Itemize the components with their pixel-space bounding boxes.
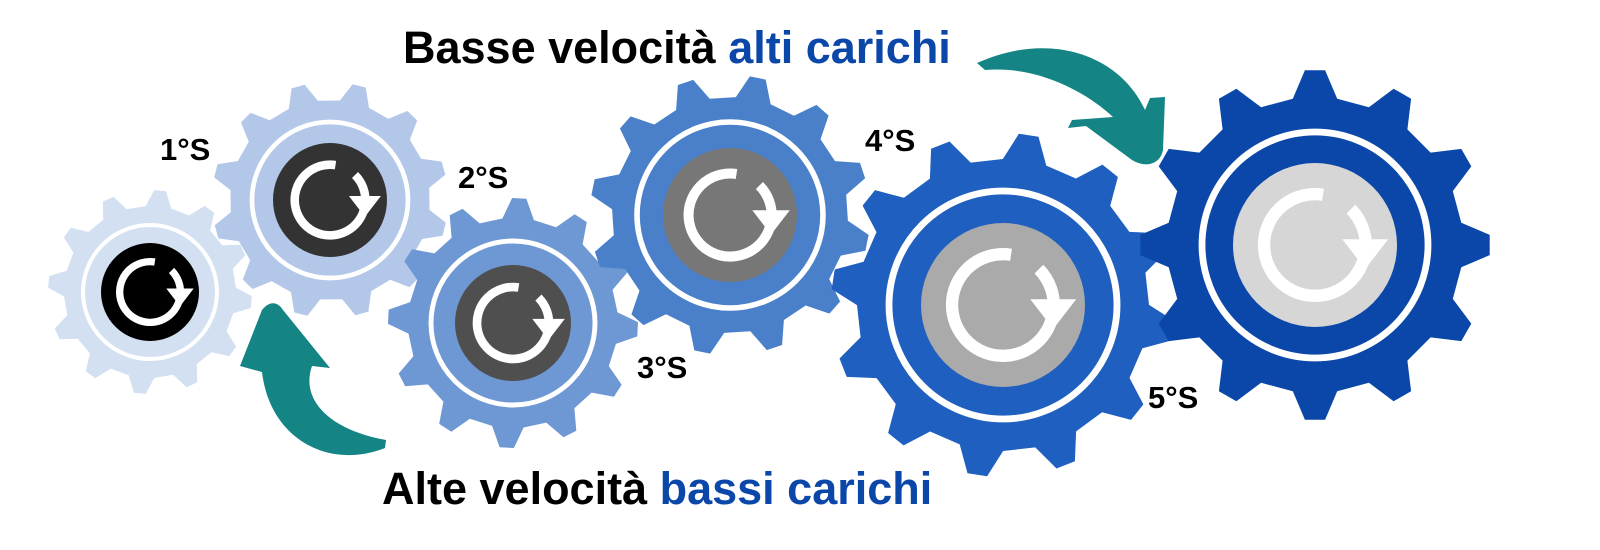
gear-4	[591, 76, 869, 354]
gear-hub	[921, 223, 1085, 387]
gear-label-3: 3°S	[637, 350, 688, 385]
gear-hub	[455, 265, 571, 381]
arrowhead-icon	[348, 196, 381, 217]
gear-hub	[273, 143, 387, 257]
gear-label-1: 1°S	[160, 132, 211, 167]
top-heading-text: Basse velocità	[403, 22, 729, 73]
bottom-heading-accent: bassi carichi	[659, 463, 933, 514]
top-heading-accent: alti carichi	[728, 22, 951, 73]
arrowhead-icon	[1342, 239, 1389, 269]
curved-arrow-icon	[977, 48, 1165, 165]
gear-2	[214, 84, 446, 316]
top-heading: Basse velocità alti carichi	[403, 22, 951, 74]
arrowhead-icon	[752, 210, 790, 235]
gear-ring	[428, 238, 598, 408]
gear-1	[48, 190, 252, 394]
gear-ring	[80, 222, 220, 362]
gear-label-4: 4°S	[865, 123, 916, 158]
gear-hub	[1233, 163, 1397, 327]
gear-ring	[1198, 128, 1432, 362]
curved-arrow-icon	[240, 303, 386, 456]
arrowhead-icon	[532, 318, 565, 340]
arrowhead-icon	[166, 288, 194, 307]
gears-layer	[48, 70, 1490, 477]
bottom-heading-text: Alte velocità	[382, 463, 660, 514]
gear-label-5: 5°S	[1148, 380, 1199, 415]
gear-hub	[101, 243, 199, 341]
gear-ring	[249, 119, 411, 281]
gear-5	[831, 133, 1175, 477]
gear-ring	[634, 119, 826, 311]
gear-hub	[663, 148, 797, 282]
gear-6	[1140, 70, 1490, 420]
gear-label-2: 2°S	[458, 160, 509, 195]
arrowhead-icon	[1030, 299, 1077, 329]
bottom-heading: Alte velocità bassi carichi	[382, 463, 932, 515]
gear-ring	[885, 187, 1121, 423]
gear-3	[388, 198, 638, 448]
